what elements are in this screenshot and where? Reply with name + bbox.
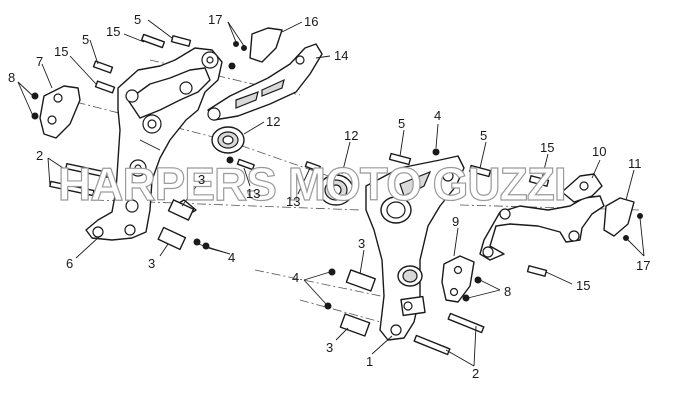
callout-1: 1 [366, 354, 373, 369]
callout-16: 16 [304, 14, 318, 29]
callout-5-center: 5 [398, 116, 405, 131]
callout-14: 14 [334, 48, 348, 63]
right-frame-plate [365, 155, 465, 341]
callout-13-right: 13 [286, 194, 300, 209]
left-heel-guard [249, 27, 283, 63]
left-frame-bracket [85, 47, 223, 241]
right-heel-guard [603, 197, 635, 237]
callout-10: 10 [592, 144, 606, 159]
callout-4-left: 4 [228, 250, 235, 265]
callout-3-left-lower: 3 [148, 256, 155, 271]
callout-3-right-upper: 3 [358, 236, 365, 251]
callout-15-left: 15 [54, 44, 68, 59]
callout-5-right: 5 [480, 128, 487, 143]
left-footpeg-hanger [207, 43, 323, 121]
callout-2-left: 2 [36, 148, 43, 163]
callout-11: 11 [628, 156, 642, 171]
left-heel-plate [39, 85, 81, 139]
callout-12-left: 12 [266, 114, 280, 129]
left-bearing-hub [211, 126, 245, 154]
leader-lines [17, 19, 645, 367]
right-bolts [304, 148, 643, 356]
callout-labels: 5 5 15 15 7 8 2 6 3 3 4 13 12 14 16 17 1… [8, 12, 650, 381]
callout-2-right: 2 [472, 366, 479, 381]
callout-12-right: 12 [344, 128, 358, 143]
callout-15-right-upper: 15 [540, 140, 554, 155]
callout-4-right: 4 [292, 270, 299, 285]
callout-3-left-upper: 3 [198, 172, 205, 187]
right-spacers [339, 269, 376, 337]
callout-5-top: 5 [134, 12, 141, 27]
callout-5-left: 5 [82, 32, 89, 47]
callout-4-top: 4 [434, 108, 441, 123]
callout-7: 7 [36, 54, 43, 69]
watermark-text: HARPERS MOTO GUZZI [58, 158, 566, 210]
callout-9: 9 [452, 214, 459, 229]
callout-15-right-lower: 15 [576, 278, 590, 293]
callout-15-top: 15 [106, 24, 120, 39]
callout-6: 6 [66, 256, 73, 271]
callout-17-right: 17 [636, 258, 650, 273]
right-footpeg-hanger [479, 173, 605, 261]
callout-8-left: 8 [8, 70, 15, 85]
callout-3-right-lower: 3 [326, 340, 333, 355]
right-bearing-hub [318, 174, 354, 206]
callout-17-top: 17 [208, 12, 222, 27]
callout-13-left: 13 [246, 186, 260, 201]
right-heel-plate [441, 255, 475, 303]
callout-8-right: 8 [504, 284, 511, 299]
